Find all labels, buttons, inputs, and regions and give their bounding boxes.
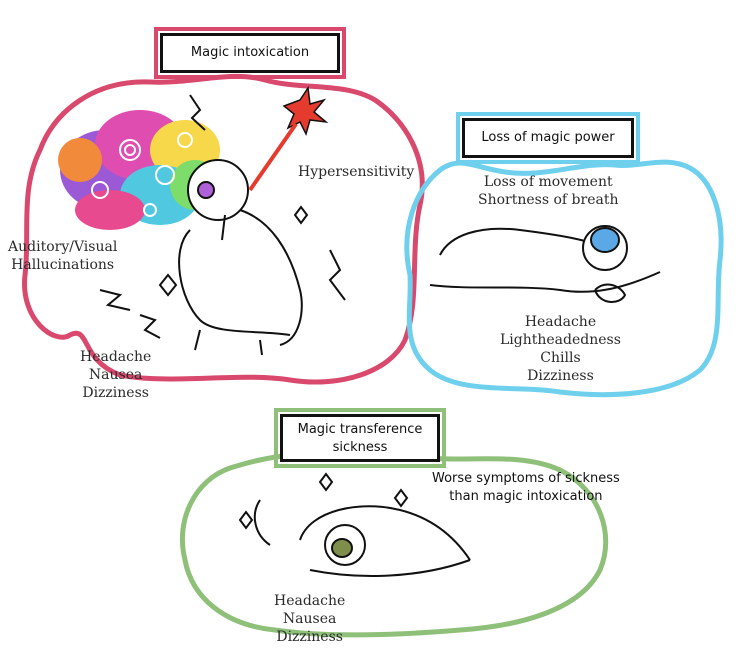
power-loss-top-symptom-1: Loss of movement — [483, 174, 613, 190]
power-loss-outline — [404, 159, 724, 398]
transference-symptom-1: Headache — [274, 593, 346, 609]
transference-title-line-1: Magic transference — [297, 422, 423, 437]
intoxication-symptom-1: Headache — [80, 349, 152, 365]
collapsed-figure-icon — [429, 225, 661, 303]
hallucinations-line-2: Hallucinations — [11, 257, 115, 273]
intoxication-outline — [22, 73, 425, 385]
curled-figure-icon — [238, 472, 471, 577]
intoxication-symptoms-list: Headache Nausea Dizziness — [80, 348, 151, 402]
intoxicated-figure-icon — [178, 159, 303, 356]
intoxication-title: Magic intoxication — [190, 45, 310, 60]
transference-note: Worse symptoms of sickness than magic in… — [432, 470, 620, 506]
transference-symptoms-list: Headache Nausea Dizziness — [274, 592, 345, 646]
power-loss-bottom-symptom-2: Lightheadedness — [500, 332, 621, 348]
hallucinations-label: Auditory/Visual Hallucinations — [8, 238, 117, 274]
transference-symptom-2: Nausea — [282, 611, 337, 627]
sparks-icon — [99, 94, 346, 339]
red-burst-icon — [248, 85, 329, 192]
transference-note-line-1: Worse symptoms of sickness — [432, 471, 620, 486]
transference-note-line-2: than magic intoxication — [449, 489, 603, 504]
intoxication-symptom-2: Nausea — [88, 367, 143, 383]
power-loss-bottom-symptom-3: Chills — [540, 350, 581, 366]
hypersensitivity-label: Hypersensitivity — [298, 164, 415, 180]
power-loss-top-symptom-2: Shortness of breath — [478, 192, 619, 208]
power-loss-bottom-symptom-1: Headache — [524, 314, 597, 330]
transference-symptom-3: Dizziness — [276, 629, 343, 645]
power-loss-bottom-symptoms: Headache Lightheadedness Chills Dizzines… — [500, 313, 621, 385]
power-loss-top-symptoms: Loss of movement Shortness of breath — [478, 173, 618, 209]
power-loss-bottom-symptom-4: Dizziness — [527, 368, 594, 384]
intoxication-title-box: Magic intoxication — [154, 27, 346, 79]
intoxication-symptom-3: Dizziness — [82, 385, 149, 401]
transference-title-box: Magic transference sickness — [274, 408, 446, 468]
transference-title-line-2: sickness — [332, 440, 388, 455]
power-loss-title: Loss of magic power — [481, 130, 615, 145]
power-loss-title-box: Loss of magic power — [456, 112, 640, 164]
hallucinations-line-1: Auditory/Visual — [8, 239, 118, 255]
